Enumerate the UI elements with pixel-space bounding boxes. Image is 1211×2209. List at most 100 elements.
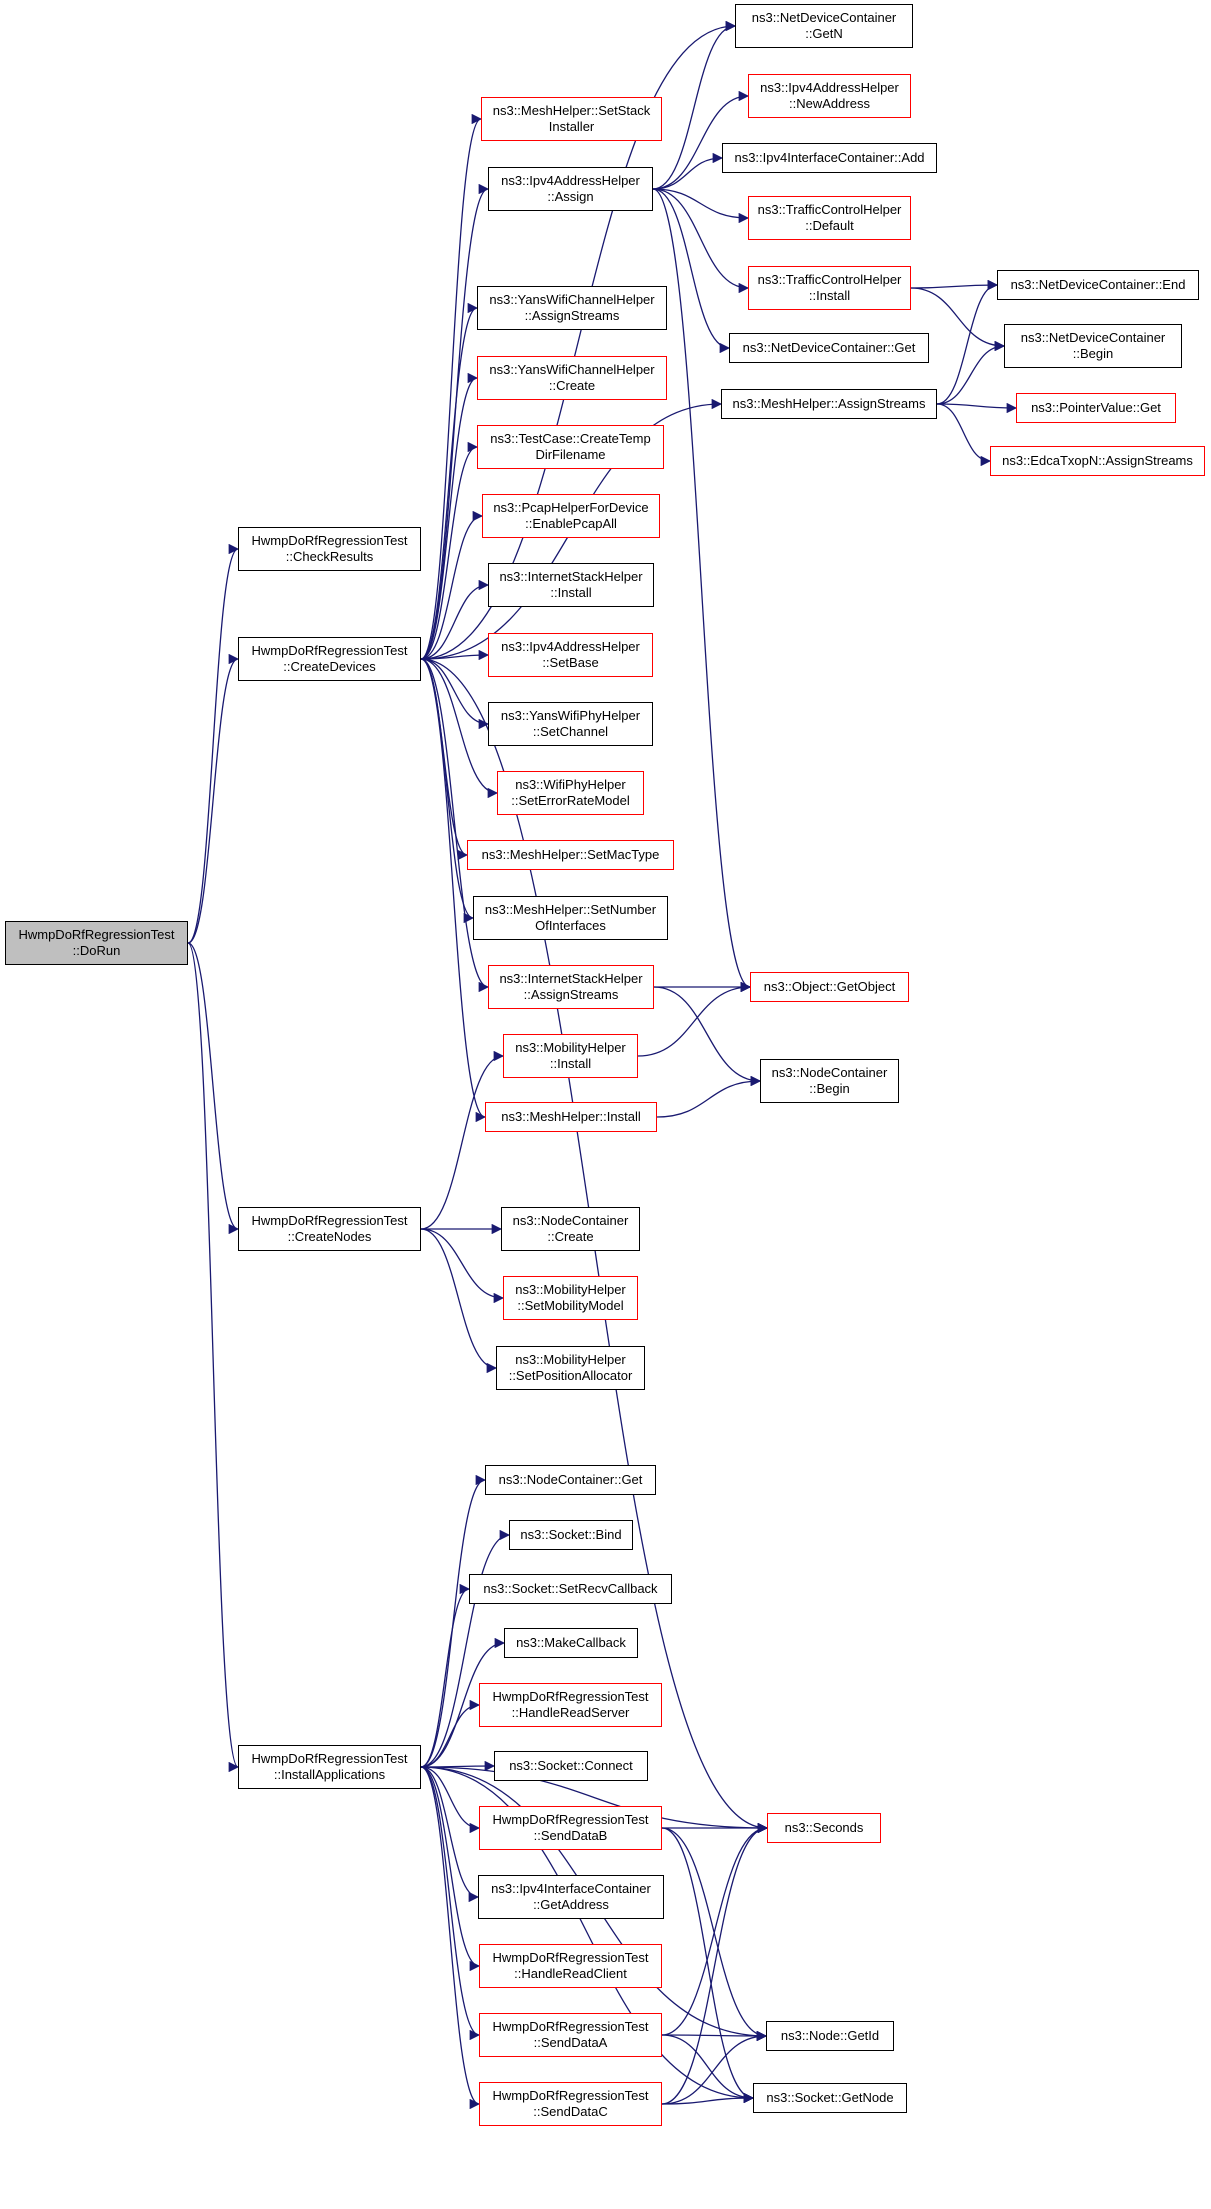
node-installapps-line-2: ::InstallApplications — [273, 1767, 386, 1782]
node-dorun[interactable]: HwmpDoRfRegressionTest ::DoRun — [5, 921, 188, 965]
edge-dorun-to-checkresults — [187, 543, 240, 944]
node-ndc-getn[interactable]: ns3::NetDeviceContainer ::GetN — [735, 4, 913, 48]
node-edca-assignstreams-line-1: ns3::EdcaTxopN::AssignStreams — [1002, 453, 1193, 468]
edge-senddatab-to-socket_getnode — [661, 1827, 755, 2104]
node-mobility-install[interactable]: ns3::MobilityHelper ::Install — [503, 1034, 638, 1078]
node-mesh-setnumif-line-1: ns3::MeshHelper::SetNumber — [484, 902, 657, 917]
edge-mesh_assignstreams-to-edca_assignstreams — [936, 403, 992, 467]
node-checkresults[interactable]: HwmpDoRfRegressionTest ::CheckResults — [238, 527, 421, 571]
node-ywph-setchannel[interactable]: ns3::YansWifiPhyHelper ::SetChannel — [488, 702, 653, 746]
node-tch-install-line-1: ns3::TrafficControlHelper — [757, 272, 902, 287]
node-mesh-install[interactable]: ns3::MeshHelper::Install — [485, 1102, 657, 1132]
node-object-getobject[interactable]: ns3::Object::GetObject — [750, 972, 909, 1002]
edge-dorun-to-installapps — [187, 942, 240, 1772]
node-createnodes-line-2: ::CreateNodes — [287, 1229, 372, 1244]
node-ndc-get[interactable]: ns3::NetDeviceContainer::Get — [729, 333, 929, 363]
node-testcase-tmpdir-line-1: ns3::TestCase::CreateTemp — [490, 431, 651, 446]
edge-senddatac-to-node_getid — [661, 2030, 768, 2105]
node-mobility-setmodel-line-2: ::SetMobilityModel — [517, 1298, 624, 1313]
node-mesh-assignstreams-line-1: ns3::MeshHelper::AssignStreams — [732, 396, 926, 411]
node-ish-install-line-1: ns3::InternetStackHelper — [499, 569, 643, 584]
node-tch-install[interactable]: ns3::TrafficControlHelper ::Install — [748, 266, 911, 310]
node-handlereadserver[interactable]: HwmpDoRfRegressionTest ::HandleReadServe… — [479, 1683, 662, 1727]
edge-installapps-to-handlereadclient — [420, 1766, 481, 1972]
node-ipv4addr-setbase-line-1: ns3::Ipv4AddressHelper — [501, 639, 640, 654]
node-installapps-line-1: HwmpDoRfRegressionTest — [251, 1751, 408, 1766]
node-seconds[interactable]: ns3::Seconds — [767, 1813, 881, 1843]
node-socket-connect[interactable]: ns3::Socket::Connect — [494, 1751, 648, 1781]
node-installapps[interactable]: HwmpDoRfRegressionTest ::InstallApplicat… — [238, 1745, 421, 1789]
node-edca-assignstreams[interactable]: ns3::EdcaTxopN::AssignStreams — [990, 446, 1205, 476]
edge-senddatac-to-socket_getnode — [661, 2092, 755, 2105]
node-ndc-begin[interactable]: ns3::NetDeviceContainer ::Begin — [1004, 324, 1182, 368]
node-handlereadserver-line-2: ::HandleReadServer — [511, 1705, 630, 1720]
edge-createdevices-to-ish_install — [420, 579, 490, 660]
node-ish-assignstreams-line-1: ns3::InternetStackHelper — [499, 971, 643, 986]
node-nc-get-line-1: ns3::NodeContainer::Get — [498, 1472, 643, 1487]
edge-ipv4addr_assign-to-ipv4ic_add — [652, 152, 724, 190]
node-nc-create[interactable]: ns3::NodeContainer ::Create — [501, 1207, 640, 1251]
node-mesh-assignstreams[interactable]: ns3::MeshHelper::AssignStreams — [721, 389, 937, 419]
node-dorun-line-1: HwmpDoRfRegressionTest — [18, 927, 175, 942]
node-mobility-setposalloc[interactable]: ns3::MobilityHelper ::SetPositionAllocat… — [496, 1346, 645, 1390]
edge-tch_install-to-ndc_begin — [910, 287, 1006, 352]
node-handlereadclient-line-1: HwmpDoRfRegressionTest — [492, 1950, 649, 1965]
edge-ipv4addr_assign-to-ipv4addr_newaddr — [652, 90, 750, 190]
edge-senddataa-to-socket_getnode — [661, 2034, 755, 2104]
node-ndc-begin-line-2: ::Begin — [1072, 346, 1114, 361]
node-mesh-setstack-line-1: ns3::MeshHelper::SetStack — [492, 103, 651, 118]
node-ipv4addr-setbase[interactable]: ns3::Ipv4AddressHelper ::SetBase — [488, 633, 653, 677]
node-ipv4addr-newaddr[interactable]: ns3::Ipv4AddressHelper ::NewAddress — [748, 74, 911, 118]
node-nc-begin[interactable]: ns3::NodeContainer ::Begin — [760, 1059, 899, 1103]
node-ywph-setchannel-line-1: ns3::YansWifiPhyHelper — [500, 708, 641, 723]
node-ish-assignstreams[interactable]: ns3::InternetStackHelper ::AssignStreams — [488, 965, 654, 1009]
node-handlereadclient[interactable]: HwmpDoRfRegressionTest ::HandleReadClien… — [479, 1944, 662, 1988]
node-senddataa[interactable]: HwmpDoRfRegressionTest ::SendDataA — [479, 2013, 662, 2057]
node-createdevices-line-2: ::CreateDevices — [283, 659, 376, 674]
node-makecallback[interactable]: ns3::MakeCallback — [504, 1628, 638, 1658]
node-mobility-setmodel[interactable]: ns3::MobilityHelper ::SetMobilityModel — [503, 1276, 638, 1320]
node-createnodes[interactable]: HwmpDoRfRegressionTest ::CreateNodes — [238, 1207, 421, 1251]
node-ish-install[interactable]: ns3::InternetStackHelper ::Install — [488, 563, 654, 607]
node-mesh-setmactype[interactable]: ns3::MeshHelper::SetMacType — [467, 840, 674, 870]
node-ywch-assignstreams[interactable]: ns3::YansWifiChannelHelper ::AssignStrea… — [477, 286, 667, 330]
node-ndc-end[interactable]: ns3::NetDeviceContainer::End — [997, 270, 1199, 300]
node-seconds-line-1: ns3::Seconds — [784, 1820, 864, 1835]
node-nc-get[interactable]: ns3::NodeContainer::Get — [485, 1465, 656, 1495]
edge-createdevices-to-mesh_setnumif — [420, 658, 475, 924]
node-senddatac-line-1: HwmpDoRfRegressionTest — [492, 2088, 649, 2103]
node-socket-bind[interactable]: ns3::Socket::Bind — [509, 1520, 633, 1550]
node-node-getid[interactable]: ns3::Node::GetId — [766, 2021, 894, 2051]
node-tch-default[interactable]: ns3::TrafficControlHelper ::Default — [748, 196, 911, 240]
node-ywch-create[interactable]: ns3::YansWifiChannelHelper ::Create — [477, 356, 667, 400]
node-mesh-install-line-1: ns3::MeshHelper::Install — [501, 1109, 641, 1124]
edge-mesh_assignstreams-to-pointervalue_get — [936, 402, 1018, 414]
node-createdevices[interactable]: HwmpDoRfRegressionTest ::CreateDevices — [238, 637, 421, 681]
node-socket-setrecvcb[interactable]: ns3::Socket::SetRecvCallback — [469, 1574, 672, 1604]
node-pointervalue-get[interactable]: ns3::PointerValue::Get — [1016, 393, 1176, 423]
node-ipv4ic-getaddress[interactable]: ns3::Ipv4InterfaceContainer ::GetAddress — [478, 1875, 664, 1919]
node-senddatab[interactable]: HwmpDoRfRegressionTest ::SendDataB — [479, 1806, 662, 1850]
node-testcase-tmpdir[interactable]: ns3::TestCase::CreateTemp DirFilename — [477, 425, 664, 469]
node-wph-seterm[interactable]: ns3::WifiPhyHelper ::SetErrorRateModel — [497, 771, 644, 815]
node-ipv4addr-assign[interactable]: ns3::Ipv4AddressHelper ::Assign — [488, 167, 653, 211]
node-ipv4ic-add[interactable]: ns3::Ipv4InterfaceContainer::Add — [722, 143, 937, 173]
node-socket-getnode-line-1: ns3::Socket::GetNode — [766, 2090, 894, 2105]
node-pcap-enableall[interactable]: ns3::PcapHelperForDevice ::EnablePcapAll — [482, 494, 660, 538]
node-socket-setrecvcb-line-1: ns3::Socket::SetRecvCallback — [483, 1581, 658, 1596]
node-nc-create-line-1: ns3::NodeContainer — [512, 1213, 629, 1228]
node-mobility-setposalloc-line-1: ns3::MobilityHelper — [515, 1352, 626, 1367]
edge-installapps-to-socket_bind — [420, 1529, 511, 1768]
node-checkresults-line-1: HwmpDoRfRegressionTest — [251, 533, 408, 548]
node-mesh-setstack[interactable]: ns3::MeshHelper::SetStack Installer — [481, 97, 662, 141]
node-ipv4ic-getaddress-line-1: ns3::Ipv4InterfaceContainer — [491, 1881, 651, 1896]
node-senddatac[interactable]: HwmpDoRfRegressionTest ::SendDataC — [479, 2082, 662, 2126]
edge-ipv4addr_assign-to-ndc_getn — [652, 20, 737, 190]
node-createdevices-line-1: HwmpDoRfRegressionTest — [251, 643, 408, 658]
node-socket-getnode[interactable]: ns3::Socket::GetNode — [753, 2083, 907, 2113]
node-wph-seterm-line-2: ::SetErrorRateModel — [511, 793, 630, 808]
node-mesh-setnumif[interactable]: ns3::MeshHelper::SetNumber OfInterfaces — [473, 896, 668, 940]
node-ndc-begin-line-1: ns3::NetDeviceContainer — [1020, 330, 1166, 345]
node-ish-assignstreams-line-2: ::AssignStreams — [523, 987, 619, 1002]
node-ish-install-line-2: ::Install — [550, 585, 592, 600]
